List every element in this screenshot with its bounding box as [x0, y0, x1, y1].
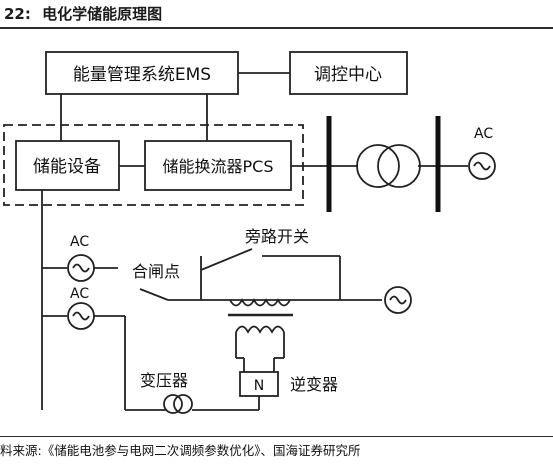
right-ac-source-icon: [384, 286, 412, 314]
header-rule: [0, 27, 553, 29]
figure-header: 22: 电化学储能原理图: [0, 0, 553, 28]
control-center-label: 调控中心: [314, 65, 382, 85]
grid-ac-source-icon: [468, 152, 496, 180]
dashed-enclosure: [3, 124, 304, 206]
small-transformer-coil-2: [173, 394, 193, 414]
ems-label: 能量管理系统EMS: [73, 65, 211, 85]
grid-ac-wave: [473, 161, 491, 171]
figure-number: 22:: [4, 5, 31, 23]
bypass-switch-label: 旁路开关: [245, 227, 309, 246]
coupling-coil-bottom: [235, 325, 285, 334]
figure-title: 电化学储能原理图: [42, 5, 163, 23]
right-ac-wave: [389, 295, 407, 305]
ac1-wave: [72, 263, 90, 273]
ac2-label: AC: [70, 286, 89, 302]
pcs-label: 储能换流器PCS: [163, 157, 274, 176]
inverter-label: 逆变器: [290, 375, 338, 394]
source-note: 料来源:《储能电池参与电网二次调频参数优化》、国海证券研究所: [0, 443, 361, 458]
small-transformer-coil-1: [163, 394, 183, 414]
closing-point-label: 合闸点: [132, 262, 180, 281]
transformer-label: 变压器: [140, 371, 188, 390]
grid-transformer-coil-2: [377, 144, 421, 188]
grid-transformer-coil-1: [356, 144, 400, 188]
coupling-coil-top: [229, 298, 291, 307]
closing-switch-blade: [139, 288, 169, 301]
ac2-wave: [72, 311, 90, 321]
storage-device-label: 储能设备: [33, 157, 101, 177]
inverter-symbol: N: [254, 378, 264, 394]
grid-ac-label: AC: [474, 126, 493, 142]
bypass-switch-blade: [200, 248, 253, 271]
footer-rule: [0, 436, 553, 437]
ac1-label: AC: [70, 234, 89, 250]
